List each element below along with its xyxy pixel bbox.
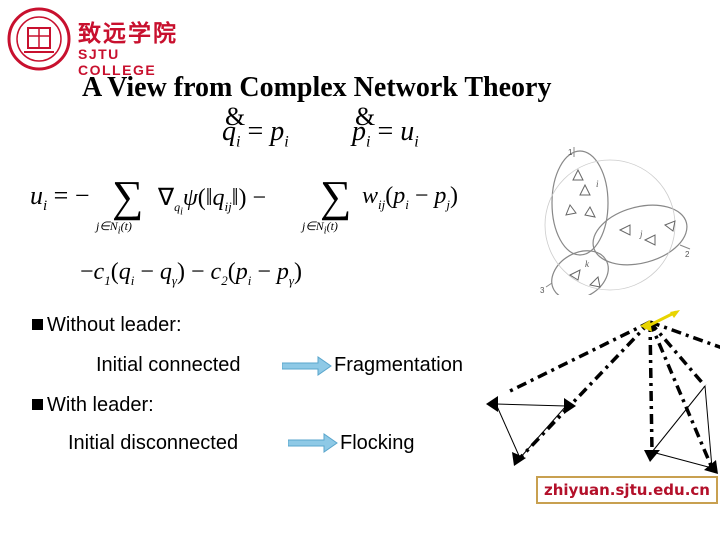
college-name-cn: 致远学院: [78, 21, 178, 47]
bullet-square-icon: [32, 319, 43, 330]
position-dynamics-equation: q&i = pi: [222, 102, 289, 151]
bullet-label: Without leader:: [47, 314, 182, 336]
right-arrow-icon: [282, 356, 332, 376]
diagram-node-label: i: [596, 179, 599, 189]
college-name-en: SJTU COLLEGE: [78, 46, 157, 78]
consensus-term: wij(pi − pj): [362, 183, 459, 212]
fragmentation-label: Fragmentation: [334, 354, 463, 376]
bullet-with-leader: With leader:: [32, 394, 154, 417]
network-topology-diagram: 1 2 3 i j k: [540, 147, 691, 295]
diagram-node-label: 3: [540, 286, 545, 295]
bullet-label: With leader:: [47, 394, 154, 416]
gradient-term: ∇qiψ(‖qij‖) −: [158, 185, 266, 218]
slide-title: A View from Complex Network Theory: [82, 72, 552, 103]
diagram-node-label: k: [585, 259, 590, 269]
velocity-dynamics-equation: p&i = ui: [352, 102, 419, 151]
initial-connected-label: Initial connected: [96, 354, 241, 376]
initial-disconnected-label: Initial disconnected: [68, 432, 239, 454]
summation-symbol: ∑: [112, 172, 144, 221]
flocking-diagram: [486, 310, 720, 474]
control-law-equation: ui = − ∑ j∈Ni(t) ∇qiψ(‖qij‖) − ∑ j∈Ni(t)…: [30, 172, 510, 295]
diagram-node-label: 1: [568, 148, 573, 157]
control-law-line-1: ui = −: [30, 181, 90, 215]
bullet-square-icon: [32, 399, 43, 410]
dynamics-equations: q&i = pi p&i = ui: [222, 102, 462, 162]
summation-index: j∈Ni(t): [96, 219, 132, 237]
summation-symbol: ∑: [320, 172, 352, 221]
college-logo: 致远学院 SJTU COLLEGE: [6, 6, 186, 78]
university-seal-icon: [7, 7, 71, 71]
summation-index: j∈Ni(t): [302, 219, 338, 237]
diagram-node-label: j: [639, 229, 643, 239]
right-arrow-icon: [288, 433, 338, 453]
footer-url[interactable]: zhiyuan.sjtu.edu.cn: [536, 476, 718, 504]
navigation-term: −c1(qi − qγ) − c2(pi − pγ): [80, 259, 302, 288]
bullet-without-leader: Without leader:: [32, 314, 182, 337]
flocking-label: Flocking: [340, 432, 415, 454]
diagram-node-label: 2: [685, 250, 690, 259]
